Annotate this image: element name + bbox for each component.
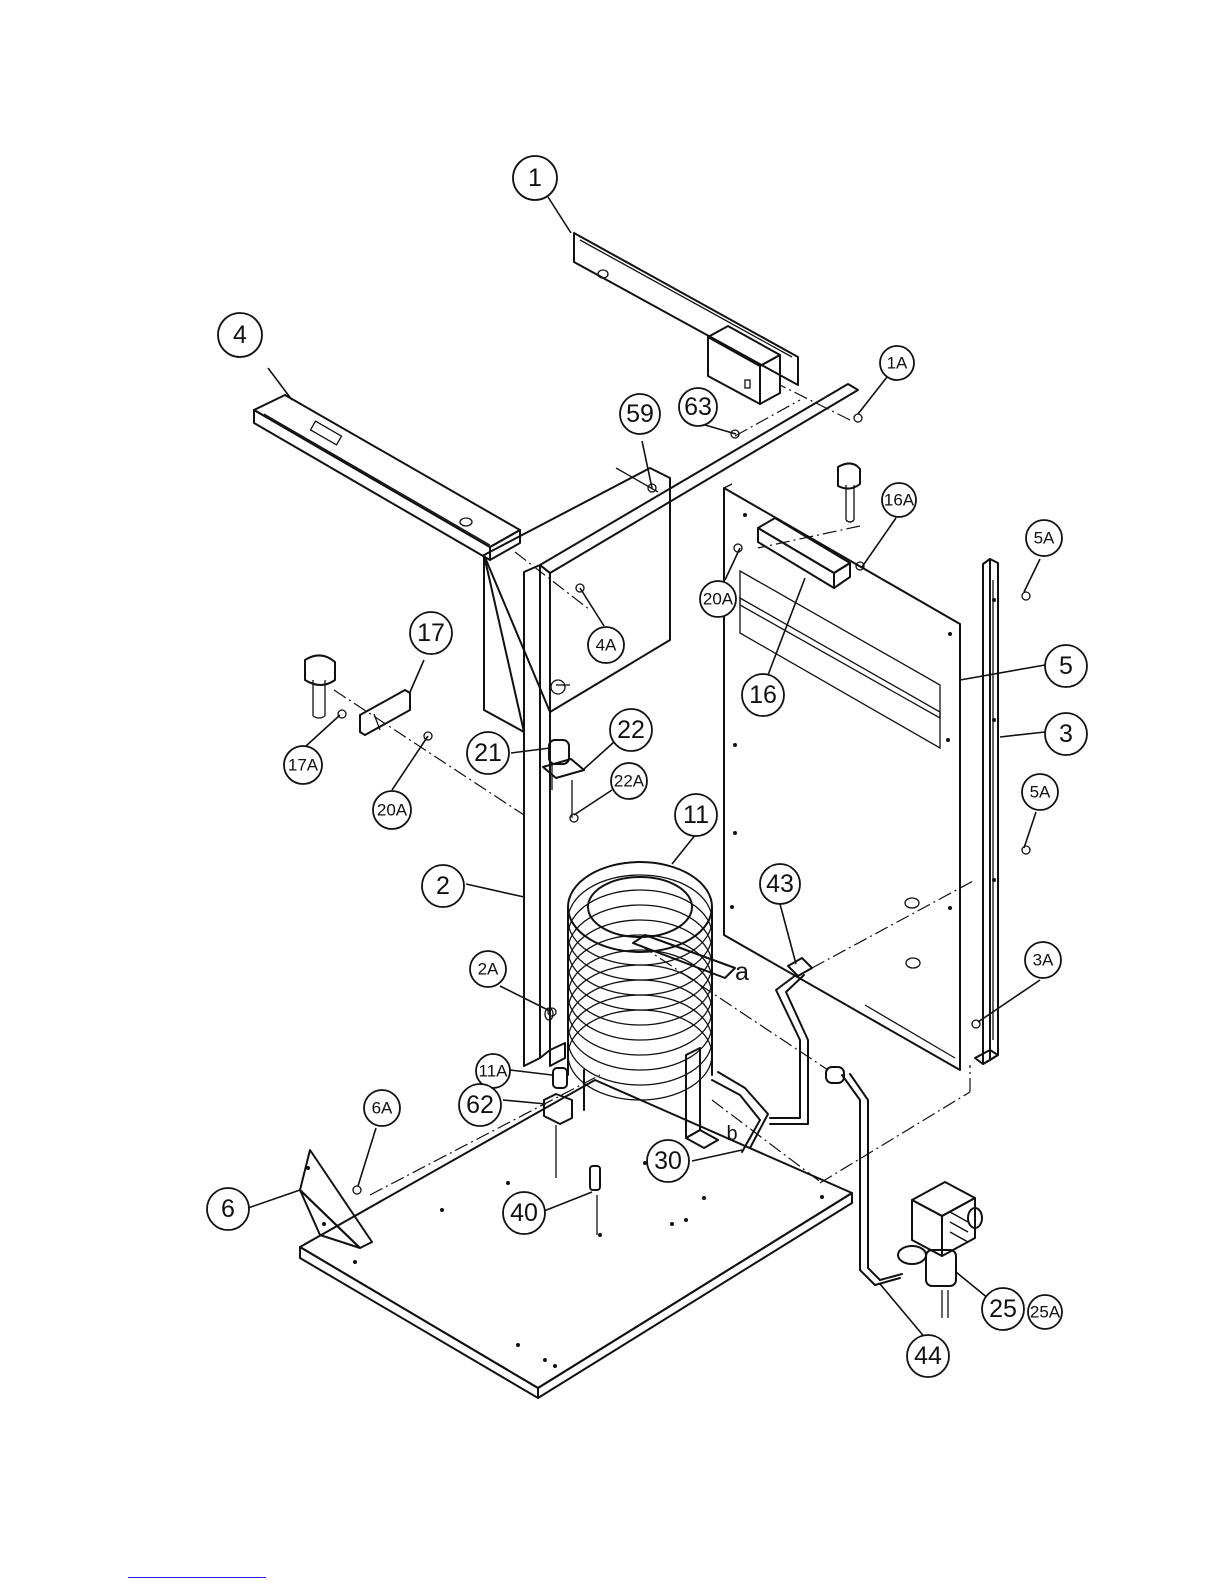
part-right-upright	[975, 559, 998, 1064]
callout-22: 22	[610, 709, 652, 751]
part-top-rear-channel	[574, 233, 798, 404]
callout-label: 25	[989, 1295, 1017, 1323]
part-valve-25	[898, 1182, 982, 1318]
callout-2: 2	[422, 865, 464, 907]
assembly-lines	[334, 385, 975, 1195]
part-right-rear-panel	[724, 484, 960, 1070]
part-clip-40	[590, 1166, 600, 1235]
part-left-top-channel	[254, 395, 520, 560]
callout-2A: 2A	[470, 951, 506, 987]
callout-4A: 4A	[588, 627, 624, 663]
callout-17A: 17A	[284, 746, 322, 784]
callout-label: 16A	[884, 491, 915, 510]
callout-label: 22A	[614, 772, 645, 791]
callout-5A-top: 5A	[1026, 520, 1062, 556]
callout-3A: 3A	[1025, 942, 1061, 978]
callout-1: 1	[513, 156, 557, 200]
callout-label: 17A	[288, 756, 319, 775]
callout-label: 30	[654, 1147, 682, 1175]
callout-label: 1A	[887, 354, 908, 373]
callout-21: 21	[467, 732, 509, 774]
letter-a: a	[735, 958, 749, 986]
callout-16: 16	[742, 674, 784, 716]
callout-label: 20A	[703, 590, 734, 609]
part-base-plate	[300, 1080, 852, 1398]
part-bracket-17	[305, 655, 410, 735]
part-base-bracket-6	[300, 1150, 372, 1248]
callout-label: 4	[233, 321, 247, 349]
callout-6: 6	[207, 1188, 249, 1230]
callout-20A-left: 20A	[373, 791, 411, 829]
callout-label: 17	[417, 619, 445, 647]
callout-44: 44	[907, 1335, 949, 1377]
callout-59: 59	[620, 394, 660, 434]
callout-40: 40	[503, 1192, 545, 1234]
callout-62: 62	[459, 1084, 501, 1126]
callout-label: 20A	[377, 801, 408, 820]
callout-label: 62	[466, 1091, 494, 1119]
callout-25: 25	[982, 1288, 1024, 1330]
callout-label: 43	[766, 870, 794, 898]
part-bracket-16	[758, 463, 860, 588]
callout-label: 44	[914, 1342, 942, 1370]
callout-label: 59	[626, 400, 654, 428]
callout-label: 5A	[1030, 783, 1051, 802]
callout-label: 5A	[1034, 529, 1055, 548]
callout-label: 63	[684, 393, 712, 421]
callout-label: 11A	[479, 1062, 509, 1081]
callout-1A: 1A	[880, 346, 914, 380]
callout-label: 2A	[478, 960, 499, 979]
callout-17: 17	[410, 612, 452, 654]
callout-30: 30	[647, 1140, 689, 1182]
callout-5: 5	[1045, 645, 1087, 687]
callout-label: 40	[510, 1199, 538, 1227]
callout-label: 21	[474, 739, 502, 767]
callout-label: 22	[617, 716, 645, 744]
bottom-link-underline[interactable]	[128, 1577, 266, 1578]
leader-lines	[248, 197, 1045, 1346]
callout-5A-bottom: 5A	[1022, 774, 1058, 810]
letter-b: b	[726, 1123, 737, 1145]
callout-label: 25A	[1030, 1303, 1061, 1322]
callout-3: 3	[1045, 713, 1087, 755]
callout-label: 4A	[596, 636, 617, 655]
callout-label: 6	[221, 1195, 235, 1223]
callout-label: 6A	[372, 1099, 393, 1118]
part-coil-stubs-30	[712, 1072, 768, 1152]
part-fitting-62	[544, 1068, 572, 1178]
callout-25A: 25A	[1028, 1295, 1062, 1329]
callout-4: 4	[218, 313, 262, 357]
callout-label: 1	[528, 164, 542, 192]
callout-11A: 11A	[476, 1054, 510, 1088]
callout-label: 16	[749, 681, 777, 709]
callout-16A: 16A	[882, 483, 916, 517]
callout-label: 3	[1059, 720, 1073, 748]
part-tube-43	[770, 958, 812, 1124]
part-tube-44	[826, 1067, 902, 1285]
callout-label: 11	[683, 801, 709, 829]
callout-63: 63	[679, 388, 717, 426]
callout-label: 2	[436, 872, 450, 900]
callout-6A: 6A	[364, 1090, 400, 1126]
callout-22A: 22A	[611, 763, 647, 799]
callout-label: 5	[1059, 652, 1073, 680]
callout-43: 43	[760, 864, 800, 904]
callout-label: 3A	[1033, 951, 1054, 970]
callout-11: 11	[675, 794, 717, 836]
callout-20A-right: 20A	[700, 581, 736, 617]
